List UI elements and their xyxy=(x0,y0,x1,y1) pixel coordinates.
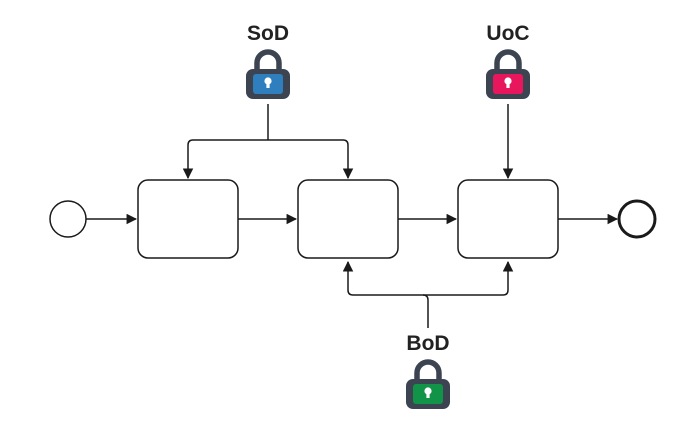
sod-connector-to-task-2[interactable] xyxy=(268,139,354,180)
bod-connector-to-task-2[interactable] xyxy=(342,260,428,296)
bod-label: BoD xyxy=(406,332,449,355)
sod-connector-to-task-1[interactable] xyxy=(182,139,268,180)
bod-connector-stem xyxy=(422,294,429,328)
bod-connector-to-task-3[interactable] xyxy=(428,260,514,296)
task-3[interactable] xyxy=(457,179,559,259)
bod-padlock-icon xyxy=(406,359,450,409)
uoc-constraint[interactable]: UoC xyxy=(486,22,530,99)
start-event[interactable] xyxy=(49,200,87,238)
sod-padlock-icon xyxy=(246,49,290,99)
bod-connectors xyxy=(342,260,514,328)
uoc-padlock-icon xyxy=(486,49,530,99)
sod-constraint[interactable]: SoD xyxy=(246,22,290,99)
end-event[interactable] xyxy=(617,199,657,239)
uoc-label: UoC xyxy=(486,22,529,45)
sod-connectors xyxy=(182,104,354,180)
task-1[interactable] xyxy=(137,179,239,259)
task-2[interactable] xyxy=(297,179,399,259)
bod-constraint[interactable]: BoD xyxy=(406,332,450,409)
sod-label: SoD xyxy=(247,22,289,45)
